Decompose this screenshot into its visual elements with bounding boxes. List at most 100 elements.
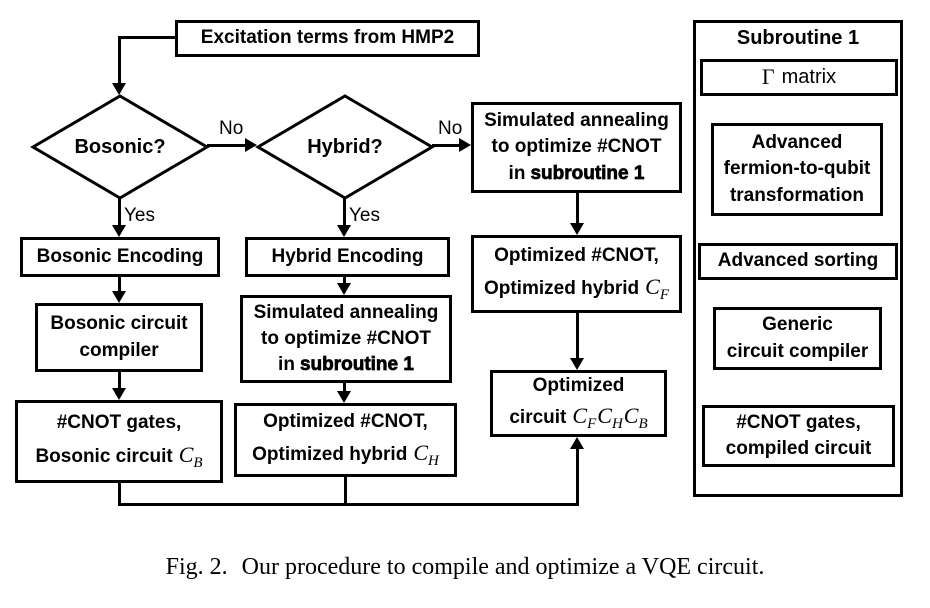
connector-opt-fermion-to-circuit (576, 313, 579, 359)
decision-bosonic-diamond (30, 94, 210, 200)
connector-hybrid-encoding-to-sa (343, 277, 346, 284)
arrowhead-into-sa-fermion (459, 138, 471, 152)
sa-fermion-line1: Simulated annealing (484, 110, 669, 132)
connector-up-into-opt-circuit (576, 449, 579, 506)
connector-yes-hybrid (343, 198, 346, 226)
math-subscript-cf2: F (587, 415, 597, 432)
math-subscript-cf: F (659, 286, 670, 303)
math-subscript-ch: H (428, 452, 439, 469)
connector-start-horizontal (118, 36, 175, 39)
math-subscript-cb: B (193, 454, 203, 471)
figure-caption: Fig. 2.Our procedure to compile and opti… (0, 554, 930, 581)
branch-label-yes-bosonic: Yes (124, 205, 155, 226)
sa-fermion-line2: to optimize #CNOT (491, 136, 662, 158)
transform-line3: transformation (729, 184, 865, 206)
bosonic-compiler-line2: compiler (79, 339, 159, 361)
sa-hybrid-subroutine-ref: subroutine 1 (299, 354, 415, 376)
opt-circuit-line2-text: circuit (509, 406, 567, 428)
box-bosonic-encoding: Bosonic Encoding (20, 237, 220, 277)
box-hybrid-encoding-label: Hybrid Encoding (271, 245, 424, 267)
box-excitation-terms: Excitation terms from HMP2 (175, 20, 480, 57)
arrowhead-into-opt-circuit-top (570, 358, 584, 370)
arrowhead-into-opt-fermion (570, 223, 584, 235)
cnot-compiled-line1: #CNOT gates, (736, 411, 861, 433)
figure-caption-text: Our procedure to compile and optimize a … (241, 554, 765, 580)
connector-no-hybrid (432, 144, 461, 147)
connector-sa-to-opt-hybrid (343, 383, 346, 392)
transform-line2: fermion-to-qubit (723, 158, 871, 180)
sa-hybrid-line3-prefix: in (278, 354, 295, 376)
arrowhead-into-hybrid-encoding (337, 225, 351, 237)
branch-label-yes-hybrid: Yes (349, 205, 380, 226)
math-subscript-cb2: B (638, 415, 648, 432)
box-simulated-annealing-fermion: Simulated annealing to optimize #CNOT in… (471, 102, 682, 193)
connector-sa-fermion-to-opt (576, 193, 579, 224)
connector-opt-hybrid-down (344, 477, 347, 506)
cnot-bosonic-line2-text: Bosonic circuit (35, 445, 173, 467)
decision-hybrid-label: Hybrid? (307, 135, 383, 158)
opt-hybrid-line1: Optimized #CNOT, (263, 410, 428, 432)
math-subscript-ch2: H (611, 415, 623, 432)
gamma-symbol: Γ (761, 64, 775, 90)
opt-fermion-line2-text: Optimized hybrid (483, 278, 640, 300)
connector-bottom-horizontal (118, 503, 579, 506)
math-symbol-ch2: C (597, 402, 612, 428)
subroutine-panel-title: Subroutine 1 (736, 27, 860, 49)
cnot-compiled-line2: compiled circuit (725, 438, 872, 459)
opt-hybrid-line2-text: Optimized hybrid (252, 444, 408, 466)
box-excitation-terms-label: Excitation terms from HMP2 (200, 27, 455, 49)
math-symbol-cf2: C (572, 402, 588, 428)
arrowhead-into-bosonic-encoding (112, 225, 126, 237)
transform-line1: Advanced (751, 132, 843, 154)
connector-start-vertical (118, 36, 121, 84)
branch-label-no-hybrid: No (438, 118, 463, 139)
box-gamma-matrix: Γ matrix (700, 59, 898, 96)
box-fermion-to-qubit-transformation: Advanced fermion-to-qubit transformation (711, 123, 883, 216)
cnot-bosonic-line1: #CNOT gates, (56, 412, 182, 434)
sa-fermion-line3-prefix: in (508, 162, 526, 184)
opt-fermion-line1: Optimized #CNOT, (494, 244, 659, 266)
sa-hybrid-line1: Simulated annealing (253, 301, 439, 323)
box-hybrid-encoding: Hybrid Encoding (245, 237, 450, 277)
box-generic-circuit-compiler: Generic circuit compiler (713, 307, 882, 370)
connector-yes-bosonic (118, 198, 121, 226)
arrowhead-into-sa-hybrid (337, 283, 351, 295)
decision-hybrid-diamond (255, 94, 435, 200)
box-bosonic-encoding-label: Bosonic Encoding (36, 245, 204, 267)
arrowhead-into-hybrid-decision (245, 138, 257, 152)
generic-compiler-line2: circuit compiler (726, 340, 869, 362)
arrowhead-into-cnot-bosonic (112, 388, 126, 400)
branch-label-no-bosonic: No (219, 118, 244, 139)
box-bosonic-circuit-compiler: Bosonic circuit compiler (35, 303, 203, 372)
decision-bosonic-label: Bosonic? (74, 135, 166, 158)
sa-hybrid-line2: to optimize #CNOT (261, 327, 431, 349)
math-symbol-cb2: C (623, 402, 639, 428)
sa-fermion-subroutine-ref: subroutine 1 (530, 162, 645, 184)
box-advanced-sorting: Advanced sorting (698, 243, 898, 280)
connector-compiler-to-cnot-bosonic (118, 372, 121, 389)
arrowhead-into-bosonic-decision (112, 83, 126, 95)
math-symbol-ch: C (413, 440, 429, 466)
box-cnot-compiled-circuit: #CNOT gates, compiled circuit (702, 405, 895, 467)
math-symbol-cf: C (645, 274, 660, 300)
bosonic-compiler-line1: Bosonic circuit (50, 313, 188, 335)
connector-no-bosonic (207, 144, 247, 147)
advanced-sorting-label: Advanced sorting (717, 250, 879, 272)
math-symbol-cb: C (178, 441, 194, 467)
opt-circuit-line1: Optimized (532, 374, 625, 396)
generic-compiler-line1: Generic (762, 314, 833, 336)
gamma-matrix-label: matrix (781, 65, 837, 88)
arrowhead-into-bosonic-compiler (112, 291, 126, 303)
connector-bosonic-encoding-to-compiler (118, 277, 121, 292)
box-simulated-annealing-hybrid: Simulated annealing to optimize #CNOT in… (240, 295, 452, 383)
